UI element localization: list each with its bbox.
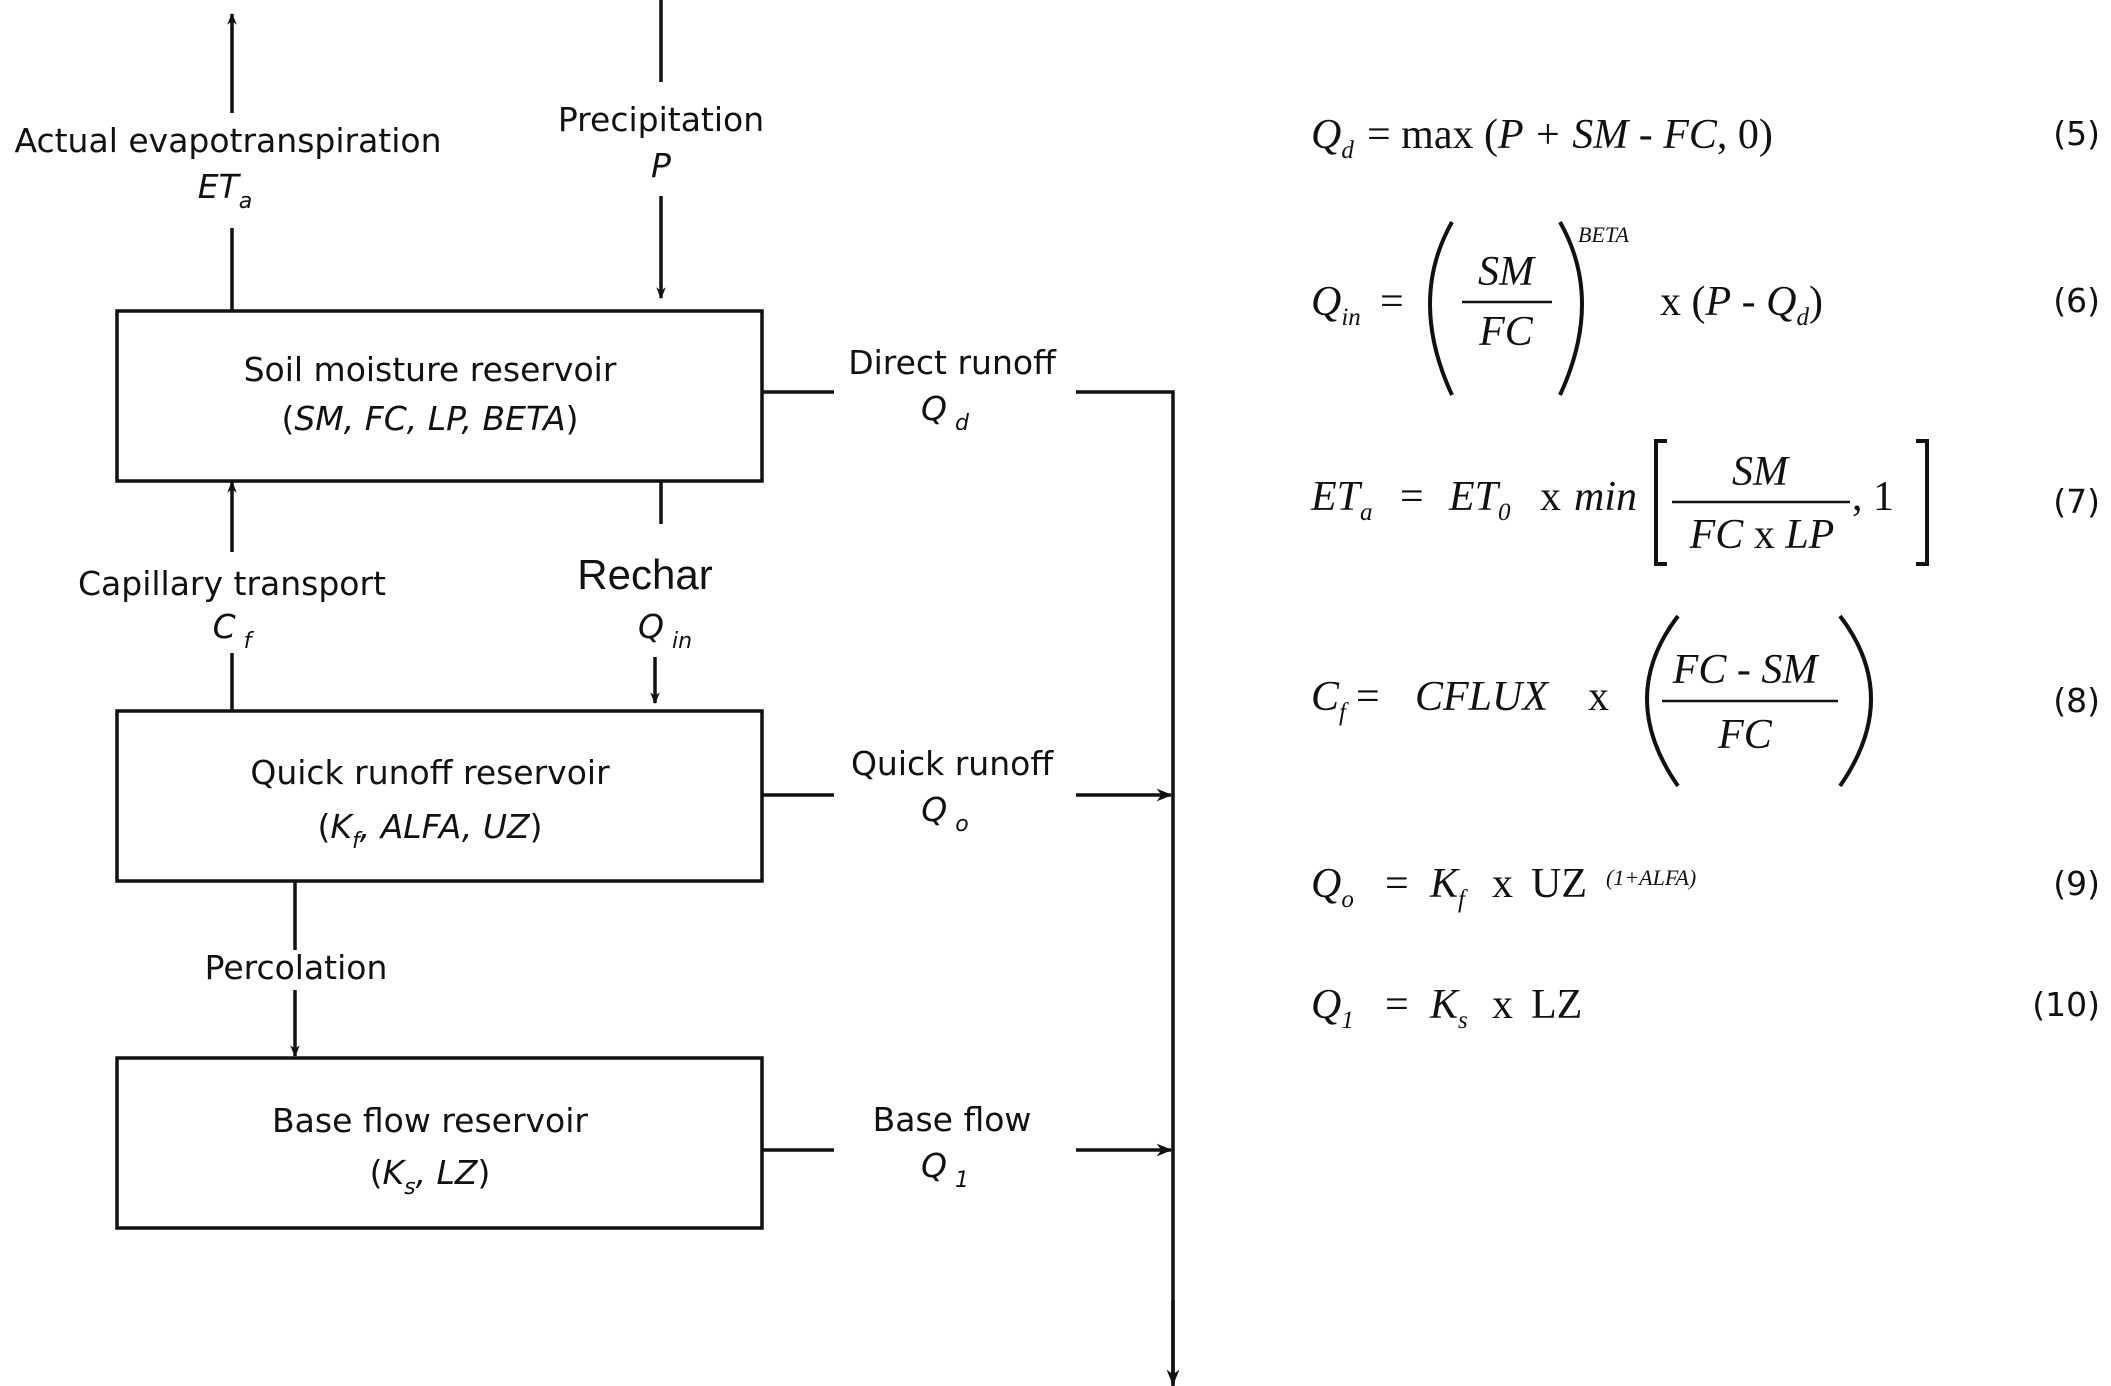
percolation-label: Percolation — [205, 948, 388, 987]
quick-runoff-label-text: Quick runoff — [851, 744, 1054, 783]
eq6-number: (6) — [2053, 281, 2100, 320]
eq8-cflux: CFLUX — [1415, 674, 1550, 720]
equation-10: Q1 = Ks x LZ (10) — [1311, 982, 2100, 1034]
equation-9: Qo = Kf x UZ (1+ALFA) (9) — [1311, 861, 2100, 913]
eq9-uz: UZ — [1531, 861, 1587, 907]
eq10-number: (10) — [2032, 985, 2100, 1024]
eq5-rhs: = max (P + SM - FC, 0) — [1367, 112, 1773, 158]
eq9-times: x — [1492, 861, 1513, 907]
base-flow-label-text: Base flow — [873, 1100, 1032, 1139]
equation-8: Cf = CFLUX x FC - SM FC (8) — [1311, 614, 2100, 788]
eq9-number: (9) — [2053, 864, 2100, 903]
eq7-denominator: FC x LP — [1689, 512, 1835, 558]
precip-label-text: Precipitation — [558, 100, 764, 139]
eq6-right-paren — [1558, 221, 1584, 396]
equation-5: Qd = max (P + SM - FC, 0) (5) — [1311, 112, 2100, 164]
eq9-lhs: Qo — [1311, 861, 1354, 913]
eq6-exponent: BETA — [1578, 222, 1629, 247]
base-box-rect — [115, 1056, 764, 1230]
precip-var: P — [651, 146, 671, 185]
eq7-left-bracket — [1654, 439, 1667, 566]
eq8-right-paren — [1838, 614, 1873, 788]
eq7-equals: = — [1400, 474, 1424, 520]
quick-box-title: Quick runoff reservoir — [250, 753, 610, 792]
soil-box-title: Soil moisture reservoir — [244, 350, 617, 389]
equation-6: Qin = SM FC BETA x (P - Qd) (6) — [1311, 221, 2100, 396]
quick-box-rect — [115, 709, 764, 883]
eq7-right-bracket — [1916, 439, 1929, 566]
eq9-exponent: (1+ALFA) — [1606, 865, 1696, 890]
soil-box-params: (SM, FC, LP, BETA) — [281, 399, 578, 438]
precip-label: Precipitation P — [558, 100, 764, 185]
eq8-numerator: FC - SM — [1672, 647, 1820, 693]
eq7-et0: ET0 — [1448, 474, 1511, 526]
eq7-times: x — [1540, 474, 1561, 520]
eq8-lhs: Cf — [1311, 674, 1349, 726]
evap-label-text: Actual evapotranspiration — [14, 121, 441, 160]
eq6-tail: x (P - Qd) — [1660, 279, 1823, 331]
eq8-equals: = — [1356, 674, 1380, 720]
soil-moisture-reservoir-box: Soil moisture reservoir (SM, FC, LP, BET… — [115, 309, 764, 483]
quick-runoff-reservoir-box: Quick runoff reservoir (Kf, ALFA, UZ) — [115, 709, 764, 883]
eq6-numerator: SM — [1478, 249, 1536, 295]
eq10-lz: LZ — [1531, 982, 1582, 1028]
eq9-equals: = — [1385, 861, 1409, 907]
capillary-label-text: Capillary transport — [78, 564, 386, 603]
eq7-lhs: ETa — [1310, 474, 1373, 526]
eq7-numerator: SM — [1732, 449, 1790, 495]
eq6-left-paren — [1428, 221, 1454, 396]
eq10-equals: = — [1385, 982, 1409, 1028]
eq10-k: Ks — [1429, 982, 1468, 1034]
equation-7: ETa = ET0 x min SM FC x LP , 1 (7) — [1310, 439, 2100, 566]
recharge-label-text: Rechar — [577, 551, 712, 598]
evap-var: ETa — [198, 167, 253, 214]
direct-runoff-label-text: Direct runoff — [848, 343, 1057, 382]
eq6-equals: = — [1380, 279, 1404, 325]
eq8-times: x — [1588, 674, 1609, 720]
eq6-denominator: FC — [1478, 309, 1534, 355]
soil-box-rect — [115, 309, 764, 483]
eq5-lhs: Qd — [1311, 112, 1354, 164]
eq8-denominator: FC — [1717, 712, 1773, 758]
base-box-title: Base flow reservoir — [272, 1101, 588, 1140]
eq8-left-paren — [1645, 614, 1680, 788]
eq10-lhs: Q1 — [1311, 982, 1354, 1034]
eq7-min: min — [1574, 474, 1637, 520]
base-flow-reservoir-box: Base flow reservoir (Ks, LZ) — [115, 1056, 764, 1230]
quick-box-params: (Kf, ALFA, UZ) — [317, 807, 542, 854]
eq7-comma-one: , 1 — [1852, 474, 1894, 520]
evap-label: Actual evapotranspiration ETa — [14, 121, 441, 214]
eq9-k: Kf — [1429, 861, 1468, 913]
eq6-lhs: Qin — [1311, 279, 1361, 331]
percolation-label-text: Percolation — [205, 948, 388, 987]
collector-line — [1076, 390, 1175, 1386]
base-box-params: (Ks, LZ) — [370, 1153, 491, 1200]
eq10-times: x — [1492, 982, 1513, 1028]
eq5-number: (5) — [2053, 114, 2100, 153]
eq7-number: (7) — [2053, 482, 2100, 521]
eq8-number: (8) — [2053, 681, 2100, 720]
